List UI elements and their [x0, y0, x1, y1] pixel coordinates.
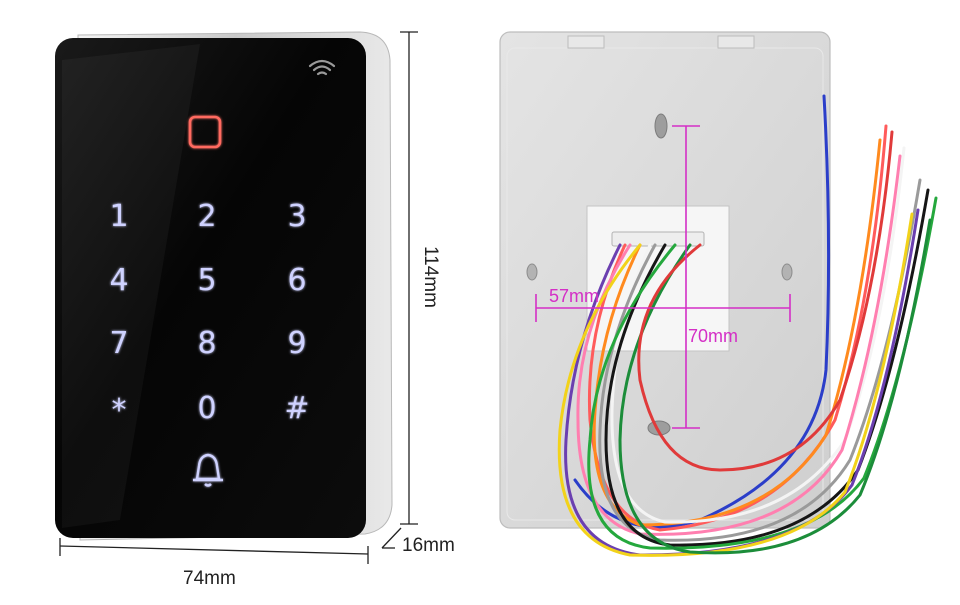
top-clip-right [717, 35, 755, 49]
depth-label: 16mm [402, 535, 455, 556]
key-hash[interactable]: # [284, 391, 309, 426]
keypad-keys: 1 2 3 4 5 6 7 8 9 * 0 # [109, 199, 309, 428]
wire-yellow [557, 212, 914, 557]
top-clip-left [567, 35, 605, 49]
wire-bundle [557, 94, 938, 557]
wire-pink [576, 154, 902, 536]
key-5[interactable]: 5 [197, 263, 216, 298]
wire-red [587, 124, 888, 532]
wire-crimson [637, 130, 894, 472]
key-8[interactable]: 8 [197, 326, 216, 361]
hole-vertical-label: 70mm [688, 326, 738, 346]
key-9[interactable]: 9 [287, 326, 306, 361]
card-reader-square-icon [188, 115, 222, 149]
key-star[interactable]: * [112, 393, 127, 428]
glass-panel [55, 38, 366, 538]
key-1[interactable]: 1 [109, 199, 128, 234]
key-4[interactable]: 4 [109, 263, 128, 298]
wire-black [604, 188, 930, 547]
wire-connector [611, 231, 705, 247]
hole-horizontal-label: 57mm [549, 286, 599, 306]
wire-gray [598, 178, 922, 542]
wifi-icon [308, 59, 336, 76]
height-label: 114mm [420, 246, 441, 308]
back-dimensions [535, 125, 791, 429]
mount-hole-top [654, 113, 668, 139]
back-plate-inner [506, 47, 824, 521]
front-dimensions [59, 31, 418, 564]
mount-hole-left [526, 263, 538, 281]
glass-reflection [62, 44, 200, 528]
key-6[interactable]: 6 [287, 263, 306, 298]
width-label: 74mm [183, 568, 236, 589]
key-2[interactable]: 2 [197, 199, 216, 234]
bell-icon[interactable] [193, 453, 223, 487]
front-keypad-device: 1 2 3 4 5 6 7 8 9 * 0 # [55, 31, 393, 541]
key-0[interactable]: 0 [197, 391, 216, 426]
wire-darkgreen [618, 218, 932, 555]
mount-hole-right [781, 263, 793, 281]
key-3[interactable]: 3 [287, 199, 306, 234]
key-7[interactable]: 7 [109, 326, 128, 361]
